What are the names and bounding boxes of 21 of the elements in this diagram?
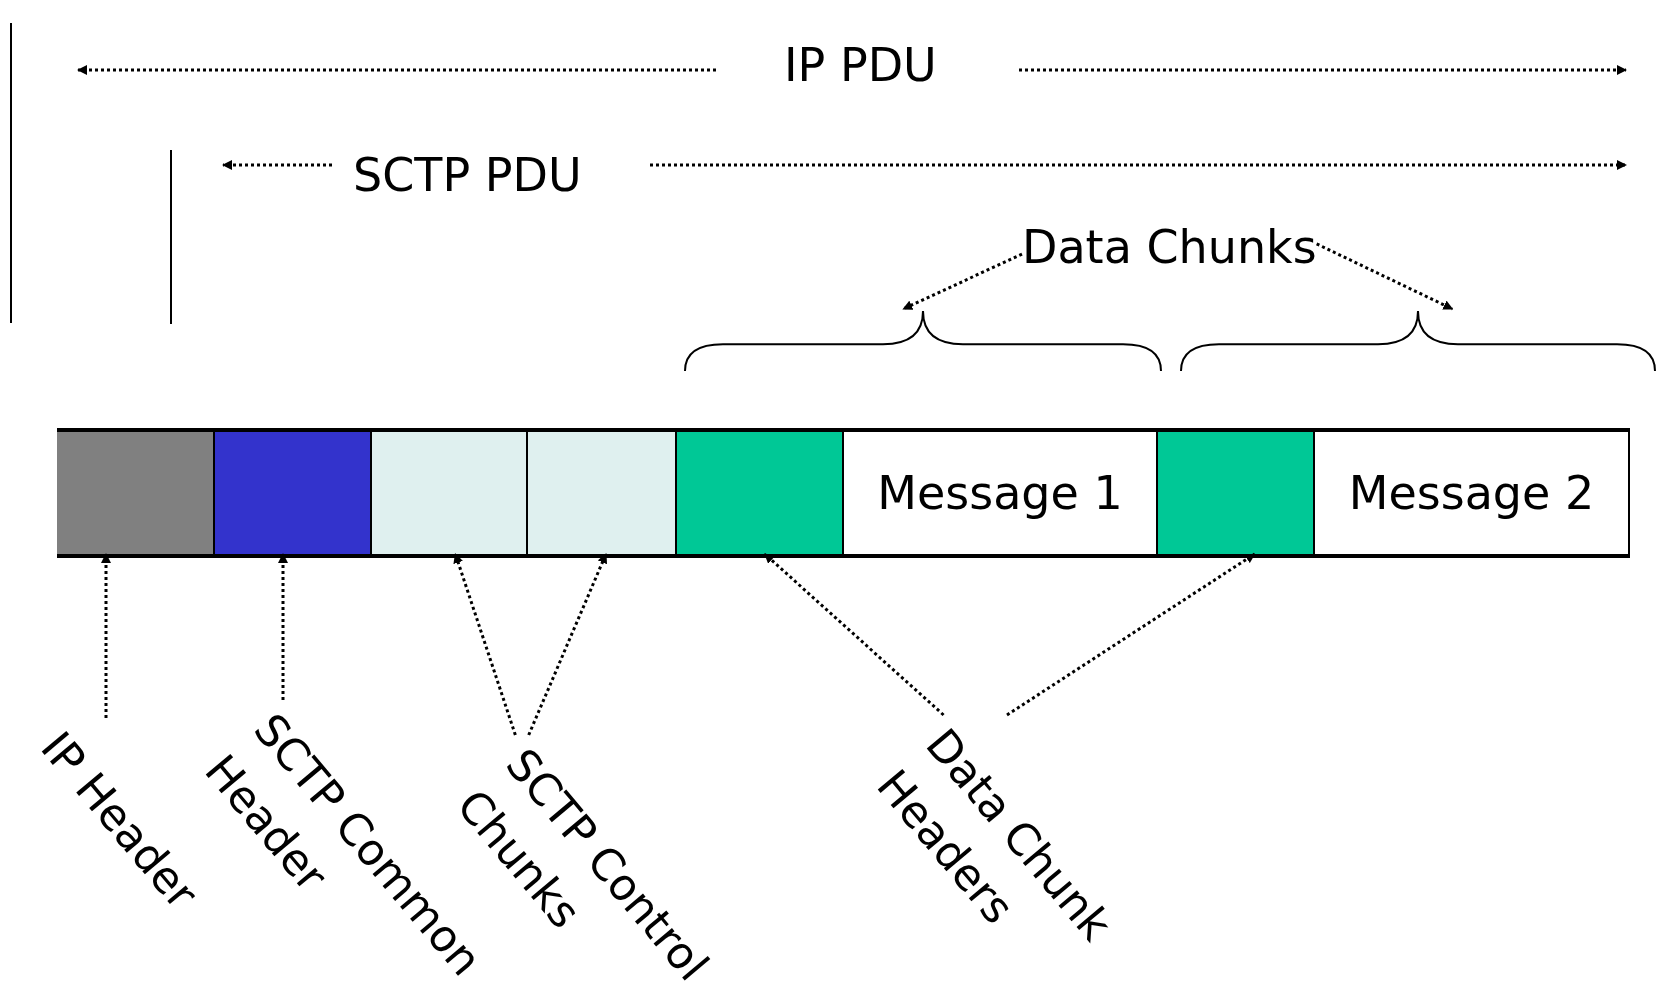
leader-arrow — [1316, 242, 1454, 311]
chunk-header-segment — [677, 432, 844, 554]
curly-brace — [683, 309, 1163, 373]
leader-arrow — [527, 553, 608, 736]
leader-arrow — [763, 552, 945, 717]
leader-arrow — [278, 553, 288, 700]
control-chunk-segment — [528, 432, 677, 554]
leader-arrow — [101, 553, 111, 718]
ip-header-segment — [57, 432, 215, 554]
sctp-header-segment — [215, 432, 372, 554]
message-label: Message 2 — [1348, 466, 1595, 520]
leader-arrow — [1006, 552, 1256, 717]
curly-brace — [1179, 309, 1657, 373]
control-chunk-segment — [372, 432, 528, 554]
leader-arrow — [453, 553, 517, 736]
group-label: Data Chunks — [1022, 220, 1317, 274]
leader-arrow — [902, 252, 1023, 311]
span-label: SCTP PDU — [353, 148, 582, 202]
message-label: Message 1 — [877, 466, 1123, 520]
span-label: IP PDU — [784, 38, 937, 92]
chunk-header-segment — [1158, 432, 1315, 554]
